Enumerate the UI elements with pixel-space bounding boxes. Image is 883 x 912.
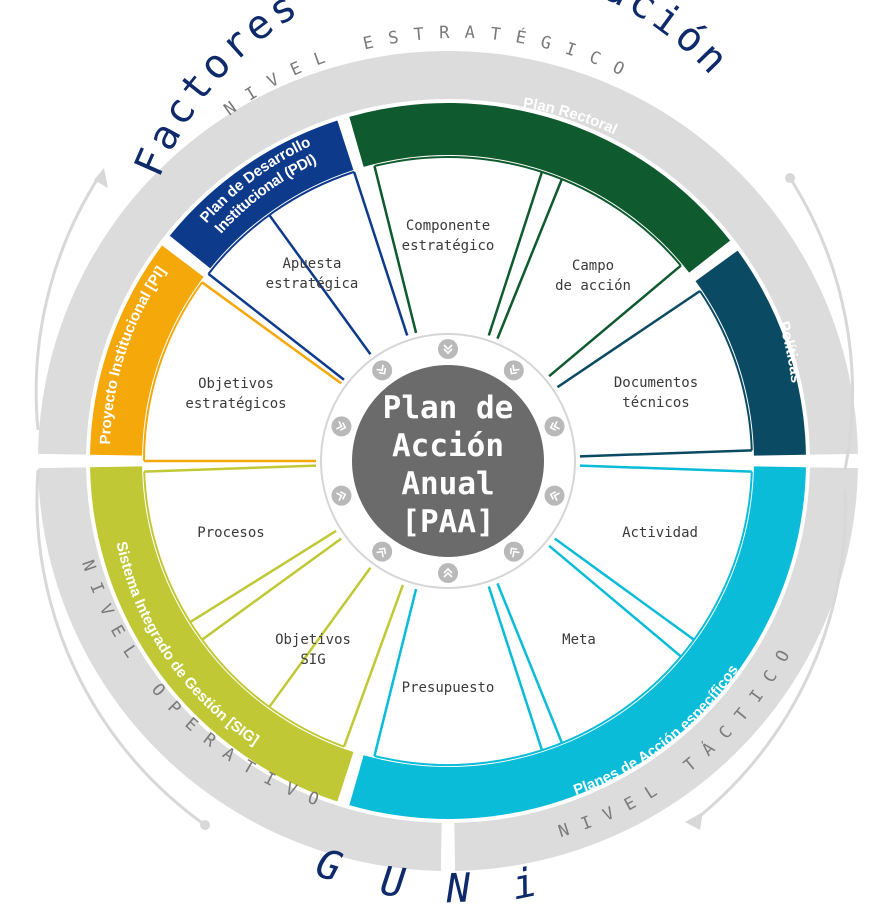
chevron-glyph-9 bbox=[336, 491, 347, 502]
arrow-head-icon bbox=[685, 812, 703, 830]
chevron-icon-3 bbox=[336, 420, 347, 431]
segment-objetivos-sig-line2: SIG bbox=[300, 652, 325, 668]
band-planes bbox=[349, 466, 806, 819]
segment-actividad: Actividad bbox=[622, 525, 698, 541]
segment-presupuesto: Presupuesto bbox=[402, 680, 495, 696]
segment-divider-19 bbox=[201, 537, 342, 641]
segment-documentos-line1: Documentos bbox=[614, 375, 698, 391]
segment-divider-6 bbox=[487, 171, 544, 336]
segment-divider-21 bbox=[144, 464, 317, 473]
chevron-icon-1 bbox=[509, 364, 520, 375]
segment-divider-14 bbox=[496, 582, 564, 744]
center-title-line3: Anual bbox=[401, 466, 494, 502]
segment-outer-edge-5 bbox=[143, 471, 345, 748]
segment-objetivos-estrategicos-line2: estratégicos bbox=[185, 396, 286, 412]
arrow-head-icon bbox=[94, 168, 108, 188]
chevron-icon-4 bbox=[549, 420, 560, 431]
segment-outer-edge-3 bbox=[699, 290, 753, 451]
segment-objetivos-estrategicos-line1: Objetivos bbox=[198, 376, 274, 392]
segment-campo-line1: Campo bbox=[572, 258, 614, 274]
category-bands bbox=[90, 103, 806, 819]
chevron-glyph-7 bbox=[443, 567, 453, 578]
segment-outer-edge-2 bbox=[374, 156, 682, 267]
segment-divider-7 bbox=[496, 178, 564, 340]
band-pdi bbox=[169, 120, 354, 269]
segment-divider-12 bbox=[554, 537, 695, 641]
segment-divider-11 bbox=[579, 464, 752, 473]
center-title-line1: Plan de bbox=[383, 390, 514, 426]
chevron-glyph-4 bbox=[549, 420, 560, 431]
chevron-nodes bbox=[331, 339, 565, 583]
center-title-line2: Acción bbox=[392, 428, 504, 464]
segment-componente-line1: Componente bbox=[406, 218, 490, 234]
segment-meta: Meta bbox=[562, 632, 596, 648]
segment-divider-9 bbox=[556, 289, 701, 389]
segment-divider-1 bbox=[201, 281, 342, 385]
band-politicas bbox=[695, 250, 806, 456]
segment-divider-2 bbox=[207, 272, 345, 381]
chevron-icon-8 bbox=[376, 547, 387, 558]
center-title-line4: [PAA] bbox=[401, 504, 494, 540]
arrow-dot-icon bbox=[200, 820, 210, 830]
chevron-glyph-5 bbox=[549, 491, 560, 502]
chevron-icon-5 bbox=[549, 491, 560, 502]
chevron-icon-6 bbox=[509, 547, 520, 558]
segment-outer-edge-0 bbox=[143, 281, 203, 462]
level-ring bbox=[38, 50, 858, 871]
ring-tactical bbox=[454, 467, 858, 871]
center-disc bbox=[352, 365, 544, 557]
band-pi bbox=[90, 245, 204, 456]
ring-strategic bbox=[38, 50, 858, 455]
band-sig bbox=[90, 466, 354, 802]
chevron-icon-9 bbox=[336, 491, 347, 502]
segment-borders bbox=[143, 156, 753, 766]
flow-arrows bbox=[34, 168, 855, 830]
segment-outer-edge-4 bbox=[374, 471, 753, 766]
segment-componente-line2: estratégico bbox=[402, 238, 495, 254]
segment-divider-17 bbox=[342, 584, 405, 748]
segment-divider-10 bbox=[579, 449, 752, 458]
segment-divider-13 bbox=[548, 544, 682, 658]
segment-objetivos-sig-line1: Objetivos bbox=[275, 632, 351, 648]
chevron-icon-7 bbox=[443, 567, 453, 578]
chevron-icon-0 bbox=[443, 344, 453, 355]
segment-divider-5 bbox=[373, 165, 418, 334]
segment-apuesta-line1: Apuesta bbox=[282, 256, 341, 272]
segment-documentos-line2: técnicos bbox=[622, 395, 689, 411]
segment-divider-18 bbox=[268, 567, 372, 708]
segment-outer-edge-1 bbox=[207, 170, 355, 275]
chevron-glyph-3 bbox=[336, 420, 347, 431]
chevron-glyph-0 bbox=[443, 344, 453, 355]
segment-apuesta-line2: estratégica bbox=[266, 276, 359, 292]
ring-operative bbox=[38, 467, 442, 871]
segment-divider-16 bbox=[373, 588, 418, 757]
segment-divider-3 bbox=[268, 214, 372, 355]
segment-divider-8 bbox=[548, 264, 682, 378]
band-rectoral bbox=[349, 103, 731, 273]
segment-divider-20 bbox=[189, 529, 337, 624]
segment-divider-15 bbox=[487, 586, 544, 751]
segment-procesos: Procesos bbox=[197, 525, 264, 541]
chevron-glyph-2 bbox=[376, 364, 387, 375]
arrow-dot-icon bbox=[785, 173, 795, 183]
chevron-icon-2 bbox=[376, 364, 387, 375]
segment-divider-4 bbox=[352, 171, 409, 336]
chevron-glyph-8 bbox=[376, 547, 387, 558]
chevron-glyph-6 bbox=[509, 547, 520, 558]
chevron-glyph-1 bbox=[509, 364, 520, 375]
segment-campo-line2: de acción bbox=[555, 278, 631, 294]
